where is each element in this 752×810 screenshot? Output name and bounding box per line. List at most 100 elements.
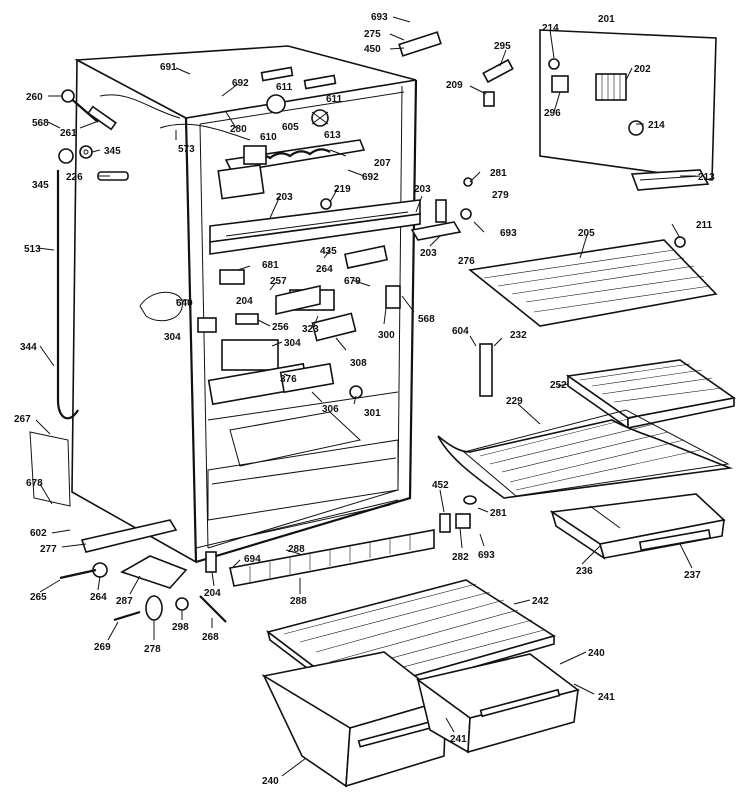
- part-label-613: 613: [324, 130, 341, 141]
- part-label-241: 241: [450, 734, 467, 745]
- part-label-275: 275: [364, 29, 381, 40]
- part-label-203: 203: [276, 192, 293, 203]
- part-label-296: 296: [544, 108, 561, 119]
- part-label-205: 205: [578, 228, 595, 239]
- part-label-452: 452: [432, 480, 449, 491]
- part-label-219: 219: [334, 184, 351, 195]
- part-label-242: 242: [532, 596, 549, 607]
- part-label-693: 693: [500, 228, 517, 239]
- part-label-605: 605: [282, 122, 299, 133]
- part-label-450: 450: [364, 44, 381, 55]
- part-label-202: 202: [634, 64, 651, 75]
- part-label-694: 694: [244, 554, 261, 565]
- part-label-252: 252: [550, 380, 567, 391]
- part-label-260: 260: [26, 92, 43, 103]
- part-label-201: 201: [598, 14, 615, 25]
- part-label-209: 209: [446, 80, 463, 91]
- wire-shelf-205: [468, 236, 718, 327]
- part-label-204: 204: [204, 588, 221, 599]
- part-label-261: 261: [60, 128, 77, 139]
- part-label-300: 300: [378, 330, 395, 341]
- part-label-226: 226: [66, 172, 83, 183]
- part-label-304: 304: [284, 338, 301, 349]
- part-label-345: 345: [104, 146, 121, 157]
- part-label-264: 264: [316, 264, 333, 275]
- part-label-573: 573: [178, 144, 195, 155]
- part-label-692: 692: [362, 172, 379, 183]
- part-label-236: 236: [576, 566, 593, 577]
- part-label-323: 323: [302, 324, 319, 335]
- part-label-513: 513: [24, 244, 41, 255]
- part-label-288: 288: [290, 596, 307, 607]
- part-label-693: 693: [371, 12, 388, 23]
- part-label-267: 267: [14, 414, 31, 425]
- part-label-693: 693: [478, 550, 495, 561]
- part-label-611: 611: [276, 82, 293, 93]
- part-label-678: 678: [26, 478, 43, 489]
- part-label-681: 681: [262, 260, 279, 271]
- meat-pan-236: [549, 493, 726, 560]
- part-label-213: 213: [698, 172, 715, 183]
- part-label-610: 610: [260, 132, 277, 143]
- part-label-203: 203: [420, 248, 437, 259]
- fan-motor-assembly: [159, 66, 366, 200]
- part-label-240: 240: [588, 648, 605, 659]
- part-label-568: 568: [32, 118, 49, 129]
- leader-lines: [35, 16, 696, 777]
- part-label-344: 344: [20, 342, 37, 353]
- refrigerator-cabinet: [71, 45, 421, 564]
- part-label-280: 280: [230, 124, 247, 135]
- part-label-214: 214: [542, 23, 559, 34]
- part-label-568: 568: [418, 314, 435, 325]
- part-label-265: 265: [30, 592, 47, 603]
- part-label-257: 257: [270, 276, 287, 287]
- part-label-211: 211: [696, 220, 713, 231]
- part-label-691: 691: [160, 62, 177, 73]
- part-label-281: 281: [490, 508, 507, 519]
- part-label-282: 282: [452, 552, 469, 563]
- part-label-204: 204: [236, 296, 253, 307]
- part-number-labels: 693 275 450 295 214 201 209 202 296 214 …: [14, 12, 715, 787]
- part-label-269: 269: [94, 642, 111, 653]
- part-label-611: 611: [326, 94, 343, 105]
- part-label-679: 679: [344, 276, 361, 287]
- part-label-229: 229: [506, 396, 523, 407]
- part-label-298: 298: [172, 622, 189, 633]
- part-label-304: 304: [164, 332, 181, 343]
- part-label-306: 306: [322, 404, 339, 415]
- crisper-drawer-right: [416, 653, 580, 754]
- hinge-parts: [398, 31, 514, 533]
- control-panel: [539, 29, 717, 191]
- base-parts: [29, 431, 435, 623]
- part-label-287: 287: [116, 596, 133, 607]
- shelf-252: [479, 343, 737, 430]
- control-parts: [139, 198, 401, 406]
- part-label-203: 203: [414, 184, 431, 195]
- part-label-345: 345: [32, 180, 49, 191]
- part-label-256: 256: [272, 322, 289, 333]
- part-label-692: 692: [232, 78, 249, 89]
- glass-shelf-229: [437, 409, 734, 499]
- part-label-376: 376: [280, 374, 297, 385]
- part-label-604: 604: [452, 326, 469, 337]
- part-label-288: 288: [288, 544, 305, 555]
- part-label-214: 214: [648, 120, 665, 131]
- part-label-237: 237: [684, 570, 701, 581]
- part-label-277: 277: [40, 544, 57, 555]
- part-label-240: 240: [262, 776, 279, 787]
- part-label-308: 308: [350, 358, 367, 369]
- part-label-232: 232: [510, 330, 527, 341]
- part-label-602: 602: [30, 528, 47, 539]
- part-label-207: 207: [374, 158, 391, 169]
- part-label-435: 435: [320, 246, 337, 257]
- part-label-278: 278: [144, 644, 161, 655]
- crisper-drawer-left: [261, 651, 448, 788]
- part-label-264: 264: [90, 592, 107, 603]
- part-label-241: 241: [598, 692, 615, 703]
- part-label-301: 301: [364, 408, 381, 419]
- part-label-295: 295: [494, 41, 511, 52]
- part-label-640: 640: [176, 298, 193, 309]
- part-label-279: 279: [492, 190, 509, 201]
